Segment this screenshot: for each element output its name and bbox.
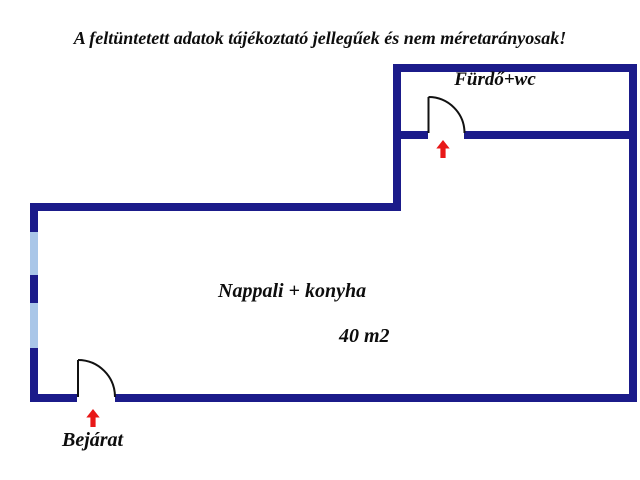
disclaimer-text: A feltüntetett adatok tájékoztató jelleg… (73, 28, 567, 48)
left-wall-segment-1 (30, 203, 38, 232)
bottom-wall-right (115, 394, 637, 402)
right-wall (629, 64, 637, 402)
entrance-label: Bejárat (62, 429, 124, 451)
bathroom-door-arc (428, 96, 466, 134)
bathroom-direction-arrow-icon (436, 140, 450, 158)
bathroom-label: Fürdő+wc (454, 69, 536, 90)
entrance-door-arc (77, 359, 116, 398)
bathroom-top-wall (393, 64, 637, 72)
left-wall-segment-3 (30, 348, 38, 402)
window-1 (30, 232, 38, 275)
bottom-wall-left (30, 394, 77, 402)
bathroom-bottom-wall-right (464, 131, 637, 139)
window-2 (30, 303, 38, 348)
living-room-label: Nappali + konyha (218, 280, 367, 302)
bathroom-bottom-wall-left (393, 131, 428, 139)
living-top-wall (30, 203, 401, 211)
living-room-area-label: 40 m2 (339, 325, 390, 347)
entrance-direction-arrow-icon (86, 409, 100, 427)
left-wall-segment-2 (30, 275, 38, 303)
